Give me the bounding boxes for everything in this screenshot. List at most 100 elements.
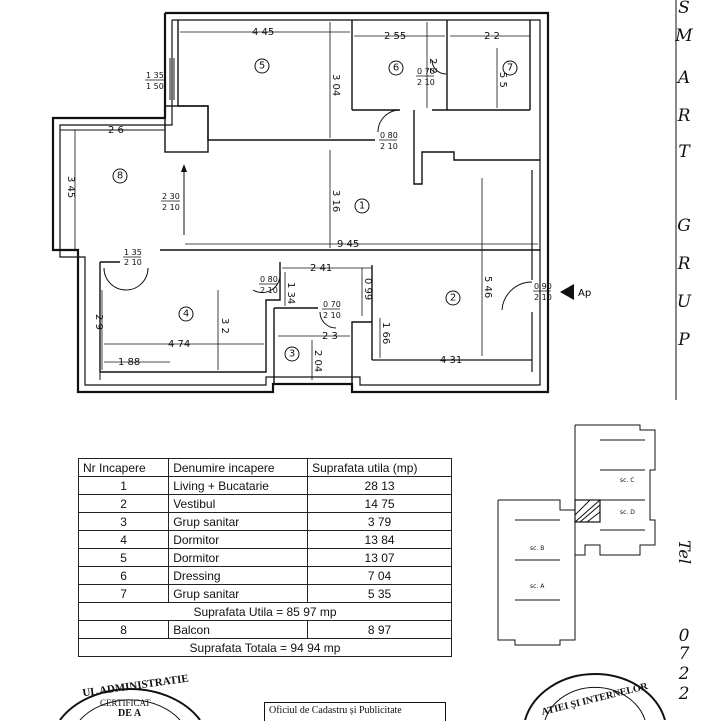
stamp-left-ring-inner xyxy=(79,699,181,720)
dim-label: 3 04 xyxy=(330,74,341,96)
company-letter: S xyxy=(678,0,690,18)
stamp-left-ring xyxy=(59,688,201,720)
entry-arrow xyxy=(560,284,574,300)
inner-outer-wall xyxy=(59,19,541,386)
door-label: 2 30 2 10 xyxy=(161,192,180,212)
door-label: 1 35 1 50 xyxy=(145,71,164,91)
svg-text:0 70: 0 70 xyxy=(417,67,435,76)
site-plan: sc. C sc. D sc. B sc. A xyxy=(497,424,656,646)
dim-label: 2 41 xyxy=(310,263,332,274)
door-label: 0 80 2 10 xyxy=(259,275,278,295)
door-label: 0 90 2 10 xyxy=(533,282,552,302)
stamp-right-ring xyxy=(524,673,666,720)
svg-text:2 10: 2 10 xyxy=(124,258,142,267)
company-letter: P xyxy=(678,330,690,350)
svg-text:1 35: 1 35 xyxy=(146,71,164,80)
svg-text:2 10: 2 10 xyxy=(417,78,435,87)
svg-text:3: 3 xyxy=(289,349,295,360)
tel-digit: 2 xyxy=(678,684,690,704)
dim-label: 4 74 xyxy=(168,339,190,350)
svg-text:4: 4 xyxy=(183,309,189,320)
door-label: 1 35 2 10 xyxy=(123,248,142,267)
company-letter: R xyxy=(677,106,691,126)
dim-label: 2 55 xyxy=(384,31,406,42)
dim-label: 1 34 xyxy=(285,282,296,304)
door-label: 0 80 2 10 xyxy=(379,131,398,151)
dim-label: 1 88 xyxy=(118,357,140,368)
office-label: Oficiul de Cadastru și Publicitate xyxy=(264,702,446,721)
room-number: 4 xyxy=(178,306,194,322)
room-number: 5 xyxy=(254,58,270,74)
svg-text:sc. A: sc. A xyxy=(530,583,545,590)
company-letter: U xyxy=(676,292,692,312)
svg-text:2 10: 2 10 xyxy=(162,203,180,212)
tel-digit: 0 xyxy=(678,626,690,646)
grand-total-row: Suprafata Totala = 94 94 mp xyxy=(78,638,452,657)
svg-text:1 50: 1 50 xyxy=(146,82,164,91)
company-letter: T xyxy=(678,142,690,162)
outer-wall xyxy=(51,11,550,394)
usable-total-row: Suprafata Utila = 85 97 mp xyxy=(78,602,452,621)
dim-label: 0 99 xyxy=(362,278,373,300)
svg-text:2 30: 2 30 xyxy=(162,192,180,201)
room-number: 7 xyxy=(502,60,518,76)
svg-text:2 10: 2 10 xyxy=(323,311,341,320)
dim-label: 2 3 xyxy=(322,331,338,342)
dim-label: 1 66 xyxy=(380,322,391,344)
dim-label: 4 45 xyxy=(252,27,274,38)
door-label: 0 70 2 10 xyxy=(322,300,341,320)
svg-text:0 80: 0 80 xyxy=(380,131,398,140)
svg-text:sc. B: sc. B xyxy=(530,545,544,552)
header-area: Suprafata utila (mp) xyxy=(307,458,452,477)
room-number: 2 xyxy=(445,290,461,306)
company-letter: M xyxy=(675,26,693,46)
entry-label: Ap xyxy=(578,288,591,299)
svg-text:7: 7 xyxy=(507,63,513,74)
stamp-left-text: DE A xyxy=(118,708,142,719)
svg-text:2 10: 2 10 xyxy=(260,286,278,295)
tel-label: Tel xyxy=(675,540,694,565)
room-number: 8 xyxy=(112,168,128,184)
room-number: 1 xyxy=(354,198,370,214)
svg-text:0 70: 0 70 xyxy=(323,300,341,309)
svg-text:sc. D: sc. D xyxy=(620,509,635,516)
room-number: 3 xyxy=(284,346,300,362)
svg-text:1: 1 xyxy=(359,201,365,212)
dim-label: 2 2 xyxy=(427,58,438,74)
header-nr: Nr Incapere xyxy=(77,458,170,477)
dim-label: 2 04 xyxy=(312,350,323,372)
dim-label: 2 9 xyxy=(93,314,104,330)
dim-label: 3 16 xyxy=(330,190,341,212)
svg-text:0 90: 0 90 xyxy=(534,282,552,291)
tel-digit: 7 xyxy=(678,644,690,664)
svg-text:2: 2 xyxy=(450,293,456,304)
dim-label: 5 5 xyxy=(497,72,508,88)
dim-label: 3 45 xyxy=(65,176,76,198)
svg-text:2 10: 2 10 xyxy=(380,142,398,151)
svg-text:sc. C: sc. C xyxy=(620,477,634,484)
svg-text:2 10: 2 10 xyxy=(534,293,552,302)
svg-text:6: 6 xyxy=(393,63,399,74)
svg-text:0 80: 0 80 xyxy=(260,275,278,284)
dim-label: 2 2 xyxy=(484,31,500,42)
company-letter: G xyxy=(677,216,691,236)
svg-text:8: 8 xyxy=(117,171,123,182)
svg-text:5: 5 xyxy=(259,61,265,72)
company-letter: R xyxy=(677,254,691,274)
dim-label: 4 31 xyxy=(440,355,462,366)
tel-digit: 2 xyxy=(678,664,690,684)
svg-text:1 35: 1 35 xyxy=(124,248,142,257)
header-name: Denumire incapere xyxy=(168,458,309,477)
dim-label: 3 2 xyxy=(219,318,230,334)
room-number: 6 xyxy=(388,60,404,76)
dim-label: 9 45 xyxy=(337,239,359,250)
company-letter: A xyxy=(677,68,691,88)
